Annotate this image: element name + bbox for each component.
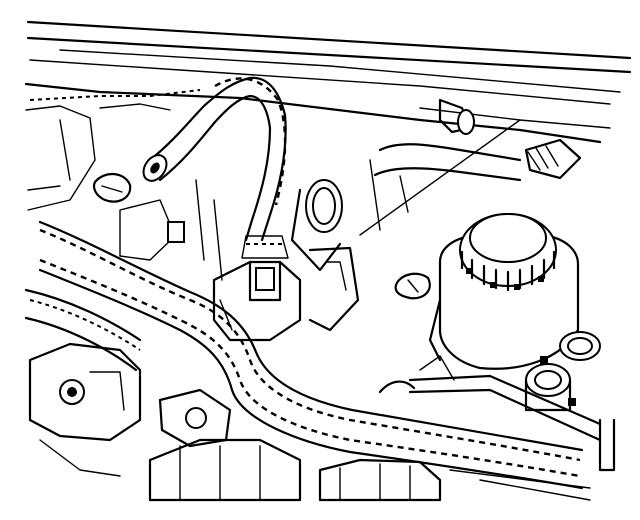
lower-lines bbox=[378, 355, 602, 442]
hose-line-right bbox=[359, 119, 522, 236]
thermostat-housing bbox=[212, 235, 302, 342]
reservoir-tank bbox=[428, 234, 580, 370]
sensor-connector bbox=[290, 179, 360, 332]
valve-cover bbox=[28, 342, 142, 477]
wiring-harness bbox=[24, 220, 584, 490]
vacuum-hose-fitting bbox=[438, 98, 582, 180]
reservoir-cap bbox=[459, 213, 557, 292]
strut-mount-fittings bbox=[524, 331, 616, 472]
lower-engine-block bbox=[148, 388, 442, 502]
oil-filler-neck bbox=[394, 272, 431, 300]
hose-clamp bbox=[92, 154, 168, 203]
hood-edge bbox=[24, 20, 632, 144]
coolant-hose bbox=[29, 76, 287, 242]
left-inner-fender bbox=[25, 103, 171, 211]
misc-detail-lines bbox=[119, 179, 591, 501]
